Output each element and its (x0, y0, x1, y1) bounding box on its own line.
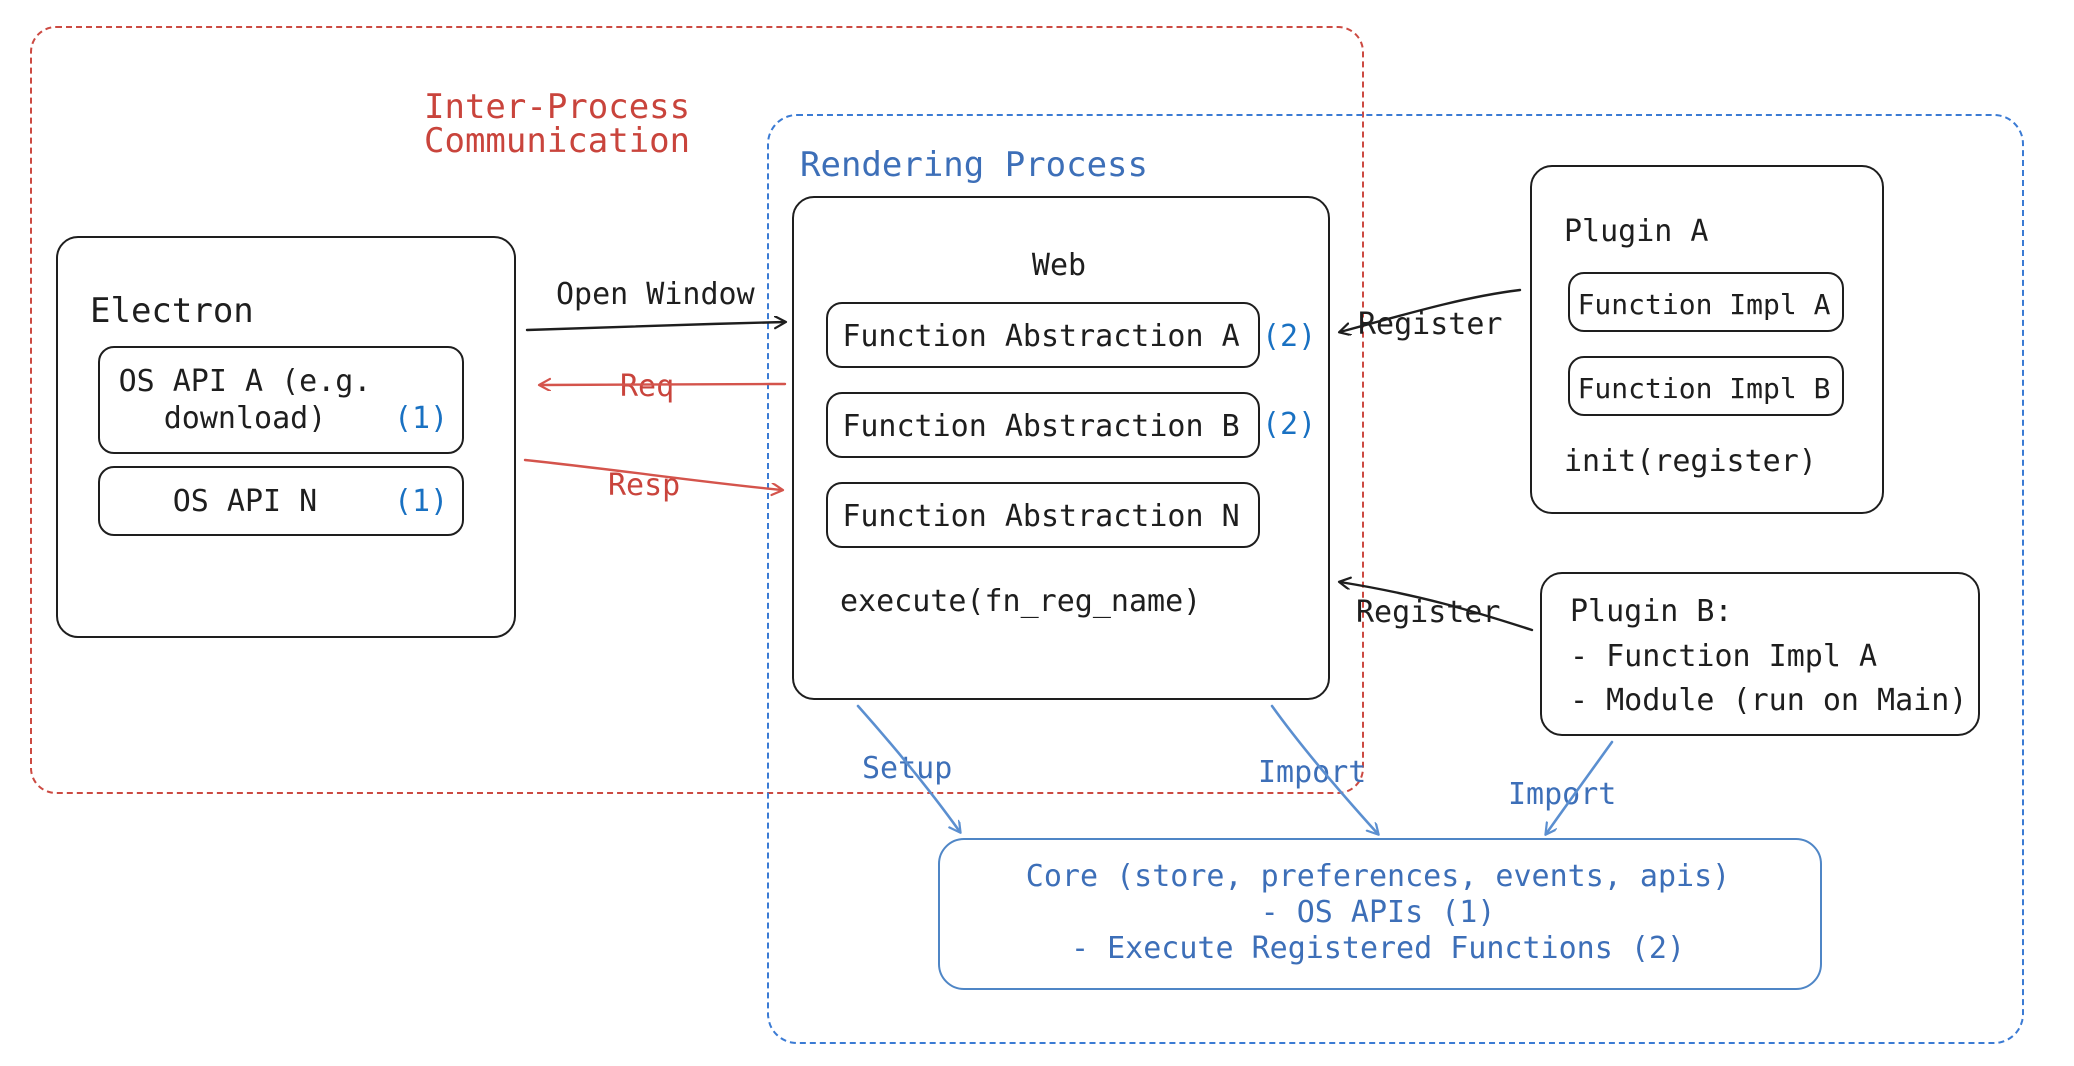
electron-title: Electron (90, 291, 254, 331)
os-api-n-label: OS API N (172, 484, 318, 519)
os-api-a-badge: (1) (394, 401, 449, 436)
plugin-a-function-impl-b-box[interactable] (1568, 356, 1844, 416)
os-api-a-line2: download) (163, 401, 327, 436)
ipc-region-label-line2: Communication (424, 121, 691, 161)
plugin-a-title: Plugin A (1564, 214, 1709, 249)
edge-label-open-window: Open Window (556, 277, 755, 312)
os-api-a-line1: OS API A (e.g. (118, 364, 372, 399)
core-line-1: Core (store, preferences, events, apis) (1025, 859, 1731, 894)
edge-label-register-plugin-b: Register (1356, 595, 1501, 630)
rendering-process-region-boundary (767, 114, 2024, 1044)
web-box[interactable] (792, 196, 1330, 700)
function-abstraction-b-label: Function Abstraction B (842, 409, 1240, 444)
core-line-3: - Execute Registered Functions (2) (1070, 931, 1686, 966)
plugin-a-function-impl-a-box[interactable] (1568, 272, 1844, 332)
function-abstraction-b-badge: (2) (1262, 407, 1317, 442)
web-execute-label: execute(fn_reg_name) (840, 584, 1202, 619)
plugin-b-title: Plugin B: (1570, 594, 1733, 629)
plugin-a-init-label: init(register) (1564, 444, 1817, 479)
function-abstraction-n-box[interactable] (826, 482, 1260, 548)
ipc-region-label-line1: Inter-Process (424, 87, 691, 127)
ipc-region-boundary (30, 26, 1364, 794)
core-box[interactable] (938, 838, 1822, 990)
function-abstraction-n-label: Function Abstraction N (842, 499, 1240, 534)
edge-label-import-plugin-b: Import (1508, 777, 1617, 812)
web-title: Web (1031, 248, 1087, 283)
plugin-b-item-2: - Module (run on Main) (1570, 683, 1968, 718)
plugin-a-function-impl-b-label: Function Impl B (1577, 372, 1831, 405)
edge-label-resp: Resp (608, 468, 681, 503)
function-abstraction-b-box[interactable] (826, 392, 1260, 458)
plugin-b-item-1: - Function Impl A (1570, 639, 1878, 674)
os-api-n-box[interactable] (98, 466, 464, 536)
edge-label-req: Req (620, 369, 675, 404)
rendering-process-label: Rendering Process (800, 145, 1148, 185)
plugin-a-function-impl-a-label: Function Impl A (1577, 288, 1831, 321)
edge-label-setup: Setup (862, 751, 953, 786)
os-api-n-badge: (1) (394, 484, 449, 519)
function-abstraction-a-box[interactable] (826, 302, 1260, 368)
os-api-a-box[interactable] (98, 346, 464, 454)
edge-label-import-web: Import (1258, 755, 1367, 790)
plugin-b-box[interactable] (1540, 572, 1980, 736)
core-line-2: - OS APIs (1) (1260, 895, 1496, 930)
function-abstraction-a-badge: (2) (1262, 319, 1317, 354)
electron-box[interactable] (56, 236, 516, 638)
plugin-a-box[interactable] (1530, 165, 1884, 514)
function-abstraction-a-label: Function Abstraction A (842, 319, 1240, 354)
edge-label-register-plugin-a: Register (1358, 307, 1503, 342)
